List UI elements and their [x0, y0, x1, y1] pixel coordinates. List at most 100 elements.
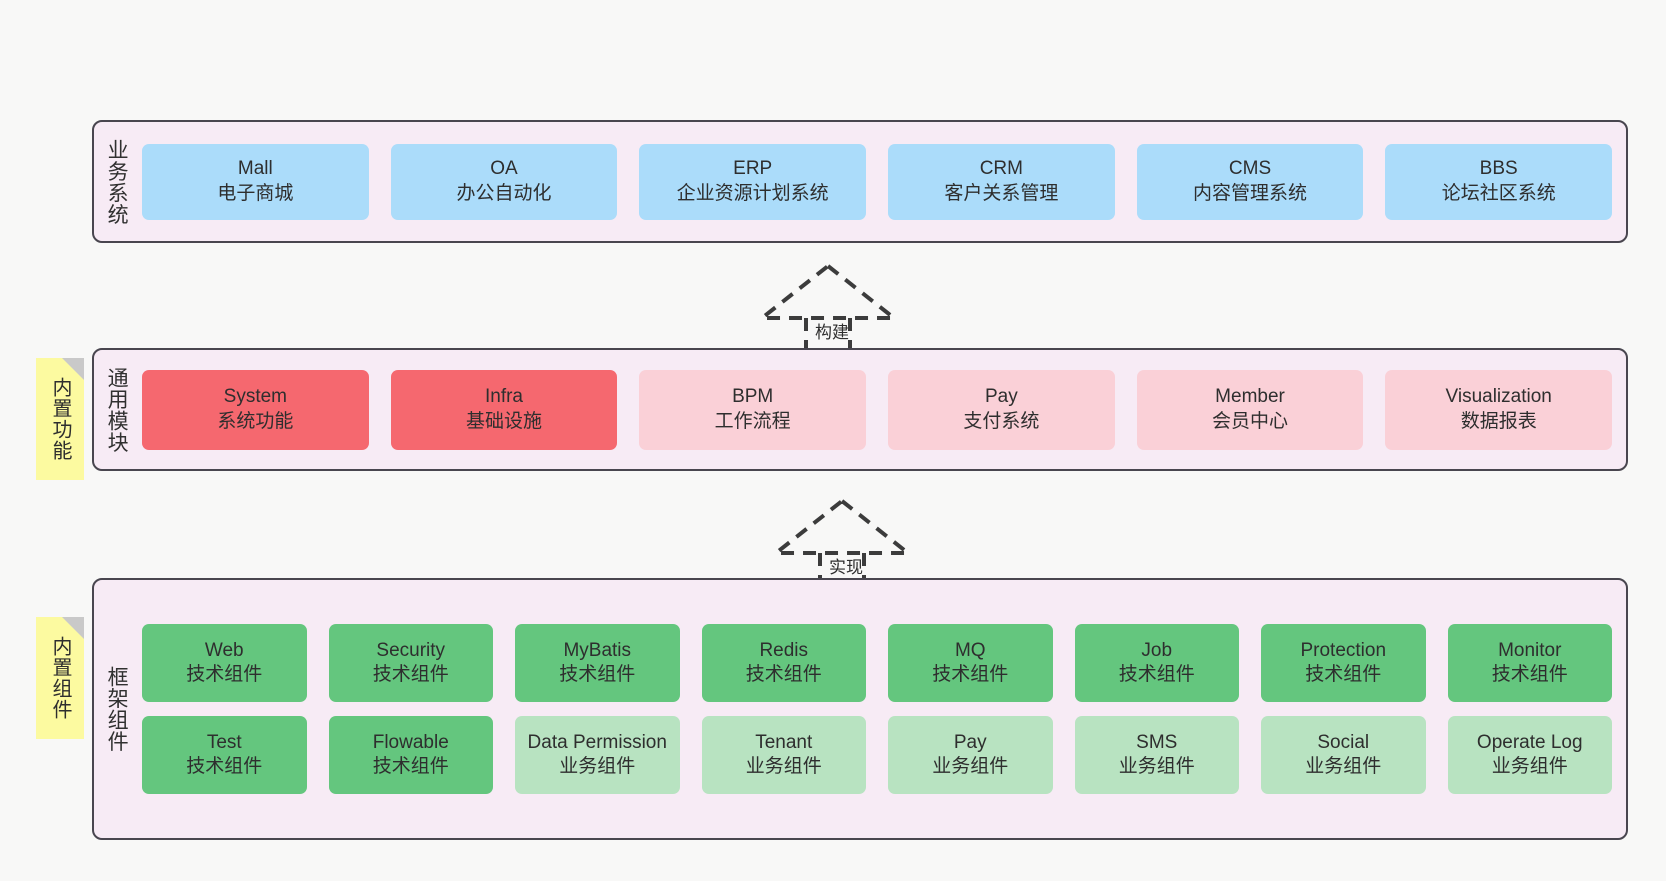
- node-flowable[interactable]: Flowable 技术组件: [328, 716, 493, 794]
- node-system-en: System: [223, 386, 288, 408]
- node-test-en: Test: [206, 731, 242, 753]
- connector-build-label: 构建: [815, 323, 849, 342]
- node-flowable-en: Flowable: [372, 731, 449, 753]
- node-flowable-cn: 技术组件: [372, 756, 449, 777]
- node-operate-log-en: Operate Log: [1476, 731, 1583, 753]
- node-test[interactable]: Test 技术组件: [142, 716, 307, 794]
- node-mq[interactable]: MQ 技术组件: [888, 624, 1053, 702]
- node-sms[interactable]: SMS 业务组件: [1074, 716, 1239, 794]
- sticky-note-builtin-components-label: 内置组件: [49, 636, 71, 720]
- sticky-note-builtin-features-label: 内置功能: [49, 377, 71, 461]
- node-mybatis[interactable]: MyBatis 技术组件: [515, 624, 680, 702]
- node-protection[interactable]: Protection 技术组件: [1261, 624, 1426, 702]
- node-redis-cn: 技术组件: [745, 664, 822, 685]
- node-infra-cn: 基础设施: [466, 410, 543, 432]
- layer-title-framework-components: 框架组件: [105, 666, 129, 752]
- node-social-en: Social: [1317, 731, 1370, 753]
- node-pay-module-cn: 支付系统: [963, 410, 1040, 432]
- node-visualization-en: Visualization: [1445, 386, 1552, 408]
- node-test-cn: 技术组件: [186, 756, 263, 777]
- sticky-note-builtin-components: 内置组件: [36, 617, 84, 739]
- node-bpm-cn: 工作流程: [714, 410, 791, 432]
- node-crm[interactable]: CRM 客户关系管理: [888, 143, 1115, 220]
- node-member[interactable]: Member 会员中心: [1136, 369, 1364, 450]
- layer-title-common-modules: 通用模块: [105, 366, 129, 453]
- node-tenant-cn: 业务组件: [745, 756, 822, 777]
- node-protection-cn: 技术组件: [1305, 664, 1382, 685]
- node-job-cn: 技术组件: [1118, 664, 1195, 685]
- node-oa-en: OA: [490, 158, 518, 180]
- node-visualization-cn: 数据报表: [1460, 410, 1537, 432]
- node-cms-cn: 内容管理系统: [1193, 182, 1308, 204]
- node-mall[interactable]: Mall 电子商城: [142, 143, 369, 220]
- row-business-systems: Mall 电子商城 OA 办公自动化 ERP 企业资源计划系统 CRM 客户关系…: [142, 143, 1613, 220]
- sticky-note-builtin-features: 内置功能: [36, 358, 84, 480]
- node-crm-en: CRM: [979, 158, 1023, 180]
- node-security[interactable]: Security 技术组件: [328, 624, 493, 702]
- node-web-en: Web: [204, 639, 244, 661]
- node-pay-component-cn: 业务组件: [932, 756, 1009, 777]
- node-member-en: Member: [1215, 386, 1285, 408]
- node-tenant-en: Tenant: [755, 731, 813, 753]
- node-monitor[interactable]: Monitor 技术组件: [1447, 624, 1612, 702]
- node-security-cn: 技术组件: [372, 664, 449, 685]
- node-member-cn: 会员中心: [1212, 410, 1289, 432]
- node-mall-en: Mall: [237, 158, 273, 180]
- node-system[interactable]: System 系统功能: [142, 369, 369, 450]
- layer-body-common-modules: System 系统功能 Infra 基础设施 BPM 工作流程 Pay 支付系统…: [138, 350, 1626, 469]
- node-infra[interactable]: Infra 基础设施: [390, 369, 618, 450]
- node-data-permission-cn: 业务组件: [559, 756, 636, 777]
- node-protection-en: Protection: [1300, 639, 1387, 661]
- node-cms-en: CMS: [1228, 158, 1272, 180]
- node-mybatis-cn: 技术组件: [559, 664, 636, 685]
- node-mybatis-en: MyBatis: [563, 639, 632, 661]
- node-mall-cn: 电子商城: [217, 182, 294, 204]
- note-fold-icon: [62, 617, 84, 639]
- node-bbs-cn: 论坛社区系统: [1441, 182, 1556, 204]
- node-cms[interactable]: CMS 内容管理系统: [1136, 143, 1364, 220]
- connector-implement: 实现: [770, 497, 922, 587]
- node-social[interactable]: Social 业务组件: [1261, 716, 1426, 794]
- node-monitor-en: Monitor: [1498, 639, 1562, 661]
- node-redis[interactable]: Redis 技术组件: [701, 624, 866, 702]
- node-web[interactable]: Web 技术组件: [142, 624, 307, 702]
- node-visualization[interactable]: Visualization 数据报表: [1385, 369, 1613, 450]
- layer-body-framework-components: Web 技术组件 Security 技术组件 MyBatis 技术组件 Redi…: [138, 580, 1626, 838]
- node-infra-en: Infra: [484, 386, 524, 408]
- node-bbs-en: BBS: [1479, 158, 1518, 180]
- node-oa[interactable]: OA 办公自动化: [390, 143, 618, 220]
- node-job[interactable]: Job 技术组件: [1074, 624, 1239, 702]
- node-web-cn: 技术组件: [186, 664, 263, 685]
- layer-common-modules: 通用模块 System 系统功能 Infra 基础设施 BPM 工作流程 Pay: [92, 348, 1628, 471]
- node-erp[interactable]: ERP 企业资源计划系统: [639, 143, 867, 220]
- layer-title-business-systems: 业务系统: [105, 138, 129, 225]
- node-redis-en: Redis: [759, 639, 809, 661]
- layer-framework-components: 框架组件 Web 技术组件 Security 技术组件 MyBatis 技术组件…: [92, 578, 1628, 840]
- row-technical-components: Web 技术组件 Security 技术组件 MyBatis 技术组件 Redi…: [142, 624, 1612, 702]
- node-system-cn: 系统功能: [217, 410, 294, 432]
- node-tenant[interactable]: Tenant 业务组件: [701, 716, 866, 794]
- node-erp-en: ERP: [733, 158, 773, 180]
- node-data-permission[interactable]: Data Permission 业务组件: [515, 716, 680, 794]
- node-operate-log[interactable]: Operate Log 业务组件: [1447, 716, 1612, 794]
- node-sms-cn: 业务组件: [1118, 756, 1195, 777]
- node-mq-en: MQ: [954, 639, 986, 661]
- node-pay-component-en: Pay: [953, 731, 987, 753]
- node-mq-cn: 技术组件: [932, 664, 1009, 685]
- node-pay-module[interactable]: Pay 支付系统: [888, 369, 1115, 450]
- node-bbs[interactable]: BBS 论坛社区系统: [1385, 143, 1613, 220]
- node-pay-component[interactable]: Pay 业务组件: [888, 716, 1053, 794]
- node-oa-cn: 办公自动化: [456, 182, 552, 204]
- layer-business-systems: 业务系统 Mall 电子商城 OA 办公自动化 ERP 企业资源计划系统 CRM: [92, 120, 1628, 243]
- row-common-modules: System 系统功能 Infra 基础设施 BPM 工作流程 Pay 支付系统…: [142, 369, 1613, 450]
- node-job-en: Job: [1141, 639, 1173, 661]
- node-data-permission-en: Data Permission: [527, 731, 667, 753]
- connector-implement-label: 实现: [829, 558, 863, 577]
- row-business-components: Test 技术组件 Flowable 技术组件 Data Permission …: [142, 716, 1612, 794]
- node-bpm-en: BPM: [732, 386, 774, 408]
- connector-build: 构建: [756, 262, 908, 352]
- node-monitor-cn: 技术组件: [1491, 664, 1568, 685]
- node-crm-cn: 客户关系管理: [944, 182, 1059, 204]
- node-bpm[interactable]: BPM 工作流程: [639, 369, 867, 450]
